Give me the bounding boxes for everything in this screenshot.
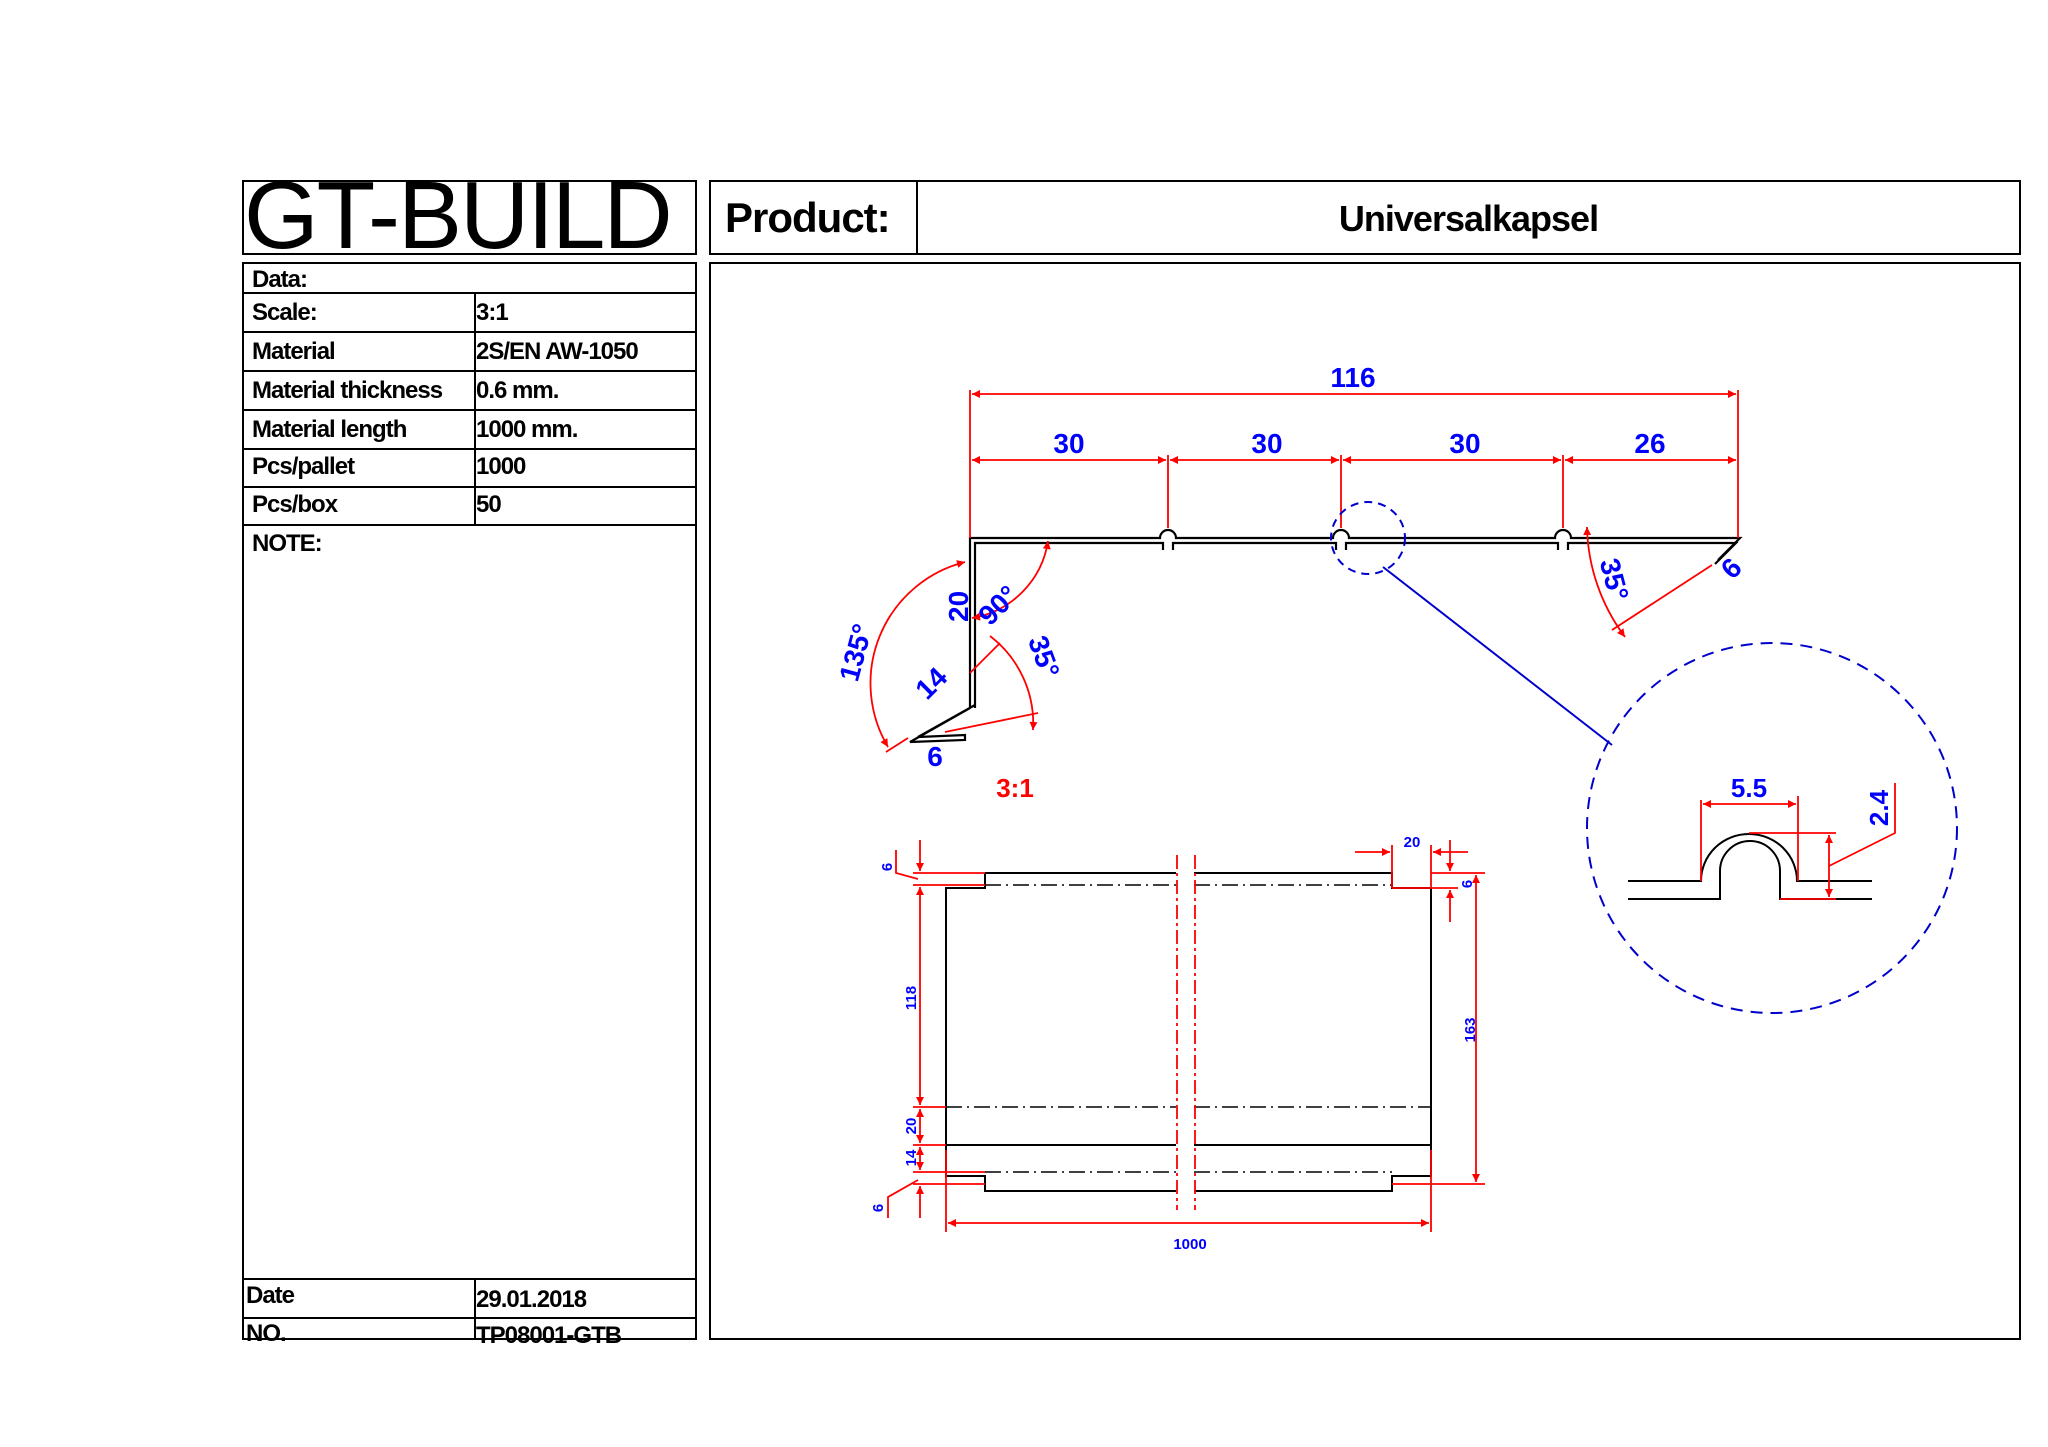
detail-callout bbox=[1330, 501, 1613, 746]
row-label: Pcs/box bbox=[252, 491, 338, 518]
dim-text-top-hem: 6 bbox=[879, 863, 896, 871]
dim-text-hem-left: 6 bbox=[927, 741, 943, 772]
dim-text-hem-right: 6 bbox=[1715, 552, 1748, 585]
scale-label: 3:1 bbox=[996, 773, 1034, 803]
leader-line bbox=[1828, 783, 1896, 867]
company-logo-box: GT-BUILD bbox=[242, 168, 697, 264]
number-row: NO. TP08001-GTB bbox=[244, 1319, 695, 1349]
column-divider bbox=[474, 294, 476, 333]
dim-text-14: 14 bbox=[903, 1149, 920, 1166]
extension-line bbox=[1611, 564, 1713, 631]
column-divider bbox=[474, 450, 476, 488]
number-value: TP08001-GTB bbox=[476, 1322, 622, 1349]
leader-line bbox=[895, 850, 919, 880]
table-row: Scale: 3:1 bbox=[244, 294, 695, 333]
detail-marker-circle bbox=[1330, 501, 1406, 575]
dim-text-118: 118 bbox=[903, 986, 920, 1010]
profile-view: 116 30 30 30 26 20 90° 135° 14 35° 6 35°… bbox=[833, 362, 1747, 803]
dim-text-segment-2: 30 bbox=[1251, 428, 1282, 459]
table-row: Material 2S/EN AW-1050 bbox=[244, 333, 695, 372]
dim-text-segment-4: 26 bbox=[1634, 428, 1665, 459]
date-value: 29.01.2018 bbox=[476, 1286, 587, 1313]
flat-dimensions bbox=[887, 840, 1485, 1232]
dim-text-segment-1: 30 bbox=[1053, 428, 1084, 459]
row-value: 50 bbox=[476, 491, 502, 518]
row-value: 1000 bbox=[476, 453, 526, 480]
dim-text-bottom-hem: 6 bbox=[870, 1204, 887, 1212]
angle-arc-135 bbox=[869, 560, 966, 748]
product-header: Product: Universalkapsel bbox=[709, 180, 2021, 255]
dim-text-notch-height: 6 bbox=[1459, 880, 1476, 888]
extension-line bbox=[969, 642, 1001, 674]
note-label: NOTE: bbox=[252, 530, 323, 557]
dim-text-wall-20: 20 bbox=[943, 591, 974, 622]
leader-line bbox=[887, 1179, 919, 1218]
dim-text-slope-14: 14 bbox=[909, 661, 953, 705]
product-name: Universalkapsel bbox=[1338, 198, 1599, 239]
date-label: Date bbox=[246, 1282, 295, 1309]
product-divider bbox=[916, 182, 918, 253]
bead-dimensions bbox=[1700, 783, 1896, 900]
date-row: Date 29.01.2018 bbox=[244, 1280, 695, 1319]
row-label: Pcs/pallet bbox=[252, 453, 355, 480]
dim-text-segment-3: 30 bbox=[1449, 428, 1480, 459]
angle-arc-35-left bbox=[989, 635, 1038, 731]
flat-view: 6 118 20 14 6 1000 163 20 6 bbox=[870, 834, 1485, 1253]
column-divider bbox=[474, 411, 476, 450]
angle-text-35-left: 35° bbox=[1022, 632, 1066, 682]
data-header-row: Data: bbox=[244, 264, 695, 294]
number-label: NO. bbox=[246, 1320, 287, 1347]
column-divider bbox=[474, 488, 476, 526]
angle-arc-90 bbox=[971, 540, 1051, 621]
dim-text-notch-width: 20 bbox=[1404, 834, 1421, 851]
row-value: 3:1 bbox=[476, 299, 509, 326]
detail-view: 5.5 2.4 bbox=[1586, 642, 1958, 1014]
dim-text-20: 20 bbox=[903, 1118, 920, 1135]
extension-line bbox=[944, 712, 1039, 733]
column-divider bbox=[474, 1319, 476, 1340]
row-label: Material thickness bbox=[252, 377, 443, 404]
column-divider bbox=[474, 1280, 476, 1319]
row-label: Material length bbox=[252, 416, 407, 443]
dim-text-163: 163 bbox=[1462, 1017, 1479, 1042]
table-row: Material thickness 0.6 mm. bbox=[244, 372, 695, 411]
title-block-table: Data: Scale: 3:1 Material 2S/EN AW-1050 … bbox=[242, 262, 697, 1349]
data-header: Data: bbox=[252, 266, 308, 293]
break-lines bbox=[1176, 855, 1196, 1210]
table-row: Material length 1000 mm. bbox=[244, 411, 695, 450]
dim-text-116: 116 bbox=[1330, 362, 1375, 393]
row-value: 0.6 mm. bbox=[476, 377, 559, 404]
extension-line bbox=[885, 737, 909, 753]
drawing-area bbox=[709, 262, 2021, 1340]
table-row: Pcs/box 50 bbox=[244, 488, 695, 526]
row-label: Scale: bbox=[252, 299, 318, 326]
angle-text-90: 90° bbox=[972, 579, 1024, 631]
bend-lines bbox=[946, 884, 1431, 1173]
detail-circle bbox=[1586, 642, 1958, 1014]
flat-outline bbox=[945, 872, 1432, 1192]
angle-text-35-right: 35° bbox=[1594, 555, 1635, 604]
note-row: NOTE: bbox=[244, 526, 695, 1280]
row-value: 2S/EN AW-1050 bbox=[476, 338, 639, 365]
row-label: Material bbox=[252, 338, 336, 365]
row-value: 1000 mm. bbox=[476, 416, 578, 443]
angle-arc-35-right bbox=[1583, 526, 1626, 638]
dim-text-bead-height: 2.4 bbox=[1864, 789, 1894, 826]
product-label: Product: bbox=[725, 194, 891, 241]
company-logo: GT-BUILD bbox=[244, 162, 673, 269]
column-divider bbox=[474, 333, 476, 372]
profile-dimensions bbox=[869, 390, 1739, 753]
dim-text-bead-width: 5.5 bbox=[1731, 773, 1767, 803]
column-divider bbox=[474, 372, 476, 411]
bead-profile bbox=[1628, 833, 1872, 900]
table-row: Pcs/pallet 1000 bbox=[244, 450, 695, 488]
dim-text-1000: 1000 bbox=[1173, 1236, 1206, 1253]
detail-leader-line bbox=[1382, 566, 1613, 746]
